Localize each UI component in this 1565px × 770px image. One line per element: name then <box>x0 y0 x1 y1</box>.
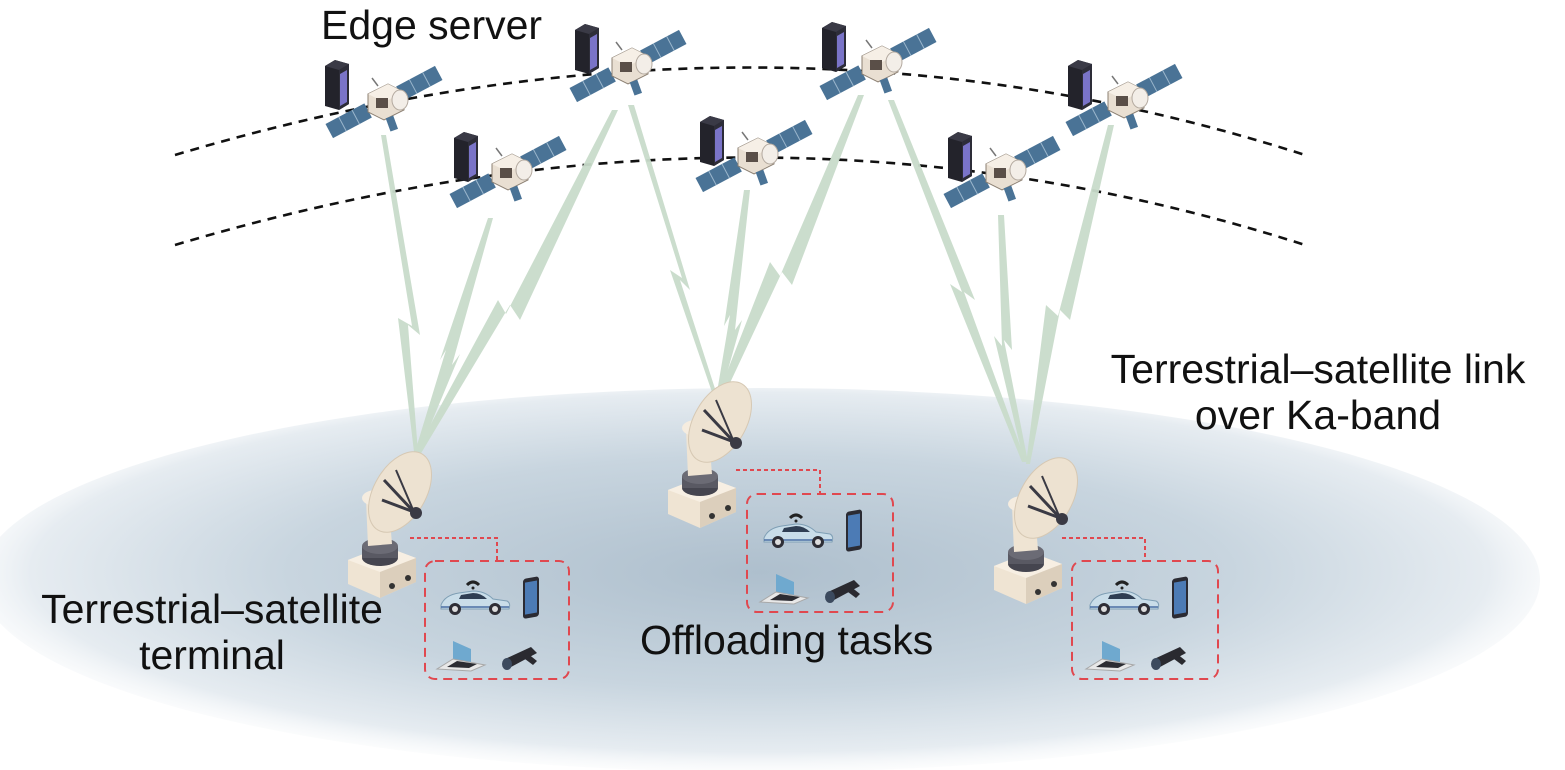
link-beam <box>414 218 493 455</box>
right-terminal <box>992 445 1219 680</box>
edge-server-icon <box>325 60 349 110</box>
satellite-with-edge-server <box>942 132 1062 210</box>
link-label-line2: over Ka-band <box>1194 392 1442 438</box>
terrestrial-satellite-links <box>381 95 1114 464</box>
link-beam <box>888 100 1026 462</box>
edge-server-icon <box>948 132 972 182</box>
center-terminal <box>666 369 894 613</box>
link-beam <box>381 135 420 452</box>
link-beam <box>716 190 750 398</box>
link-beam <box>1026 125 1114 464</box>
satellite-with-edge-server <box>694 116 814 194</box>
offloading-devices-box <box>424 560 570 680</box>
edge-server-label: Edge server <box>321 2 543 48</box>
link-label-line1: Terrestrial–satellite link <box>1110 346 1526 392</box>
ground-area <box>0 388 1540 770</box>
edge-server-icon <box>454 132 478 182</box>
edge-server-icon <box>822 22 846 72</box>
edge-server-icon <box>1068 60 1092 110</box>
terrestrial-satellite-link-label: Terrestrial–satellite link over Ka-band <box>1068 346 1565 438</box>
offloading-devices-box <box>746 493 894 613</box>
link-beam <box>716 95 864 400</box>
satellite-with-edge-server <box>448 132 568 210</box>
terminal-device-connector <box>410 537 498 560</box>
satellite-with-edge-server <box>818 22 938 102</box>
satellite-with-edge-server <box>1064 60 1184 138</box>
terrestrial-satellite-terminal-label: Terrestrial–satellite terminal <box>4 586 420 678</box>
offloading-tasks-label: Offloading tasks <box>640 617 934 663</box>
link-beam <box>994 215 1028 462</box>
terminal-label-line1: Terrestrial–satellite <box>41 586 383 632</box>
edge-server-icon <box>575 24 599 74</box>
satellite-with-edge-server <box>324 60 444 140</box>
satellite-with-edge-server <box>568 24 688 104</box>
offloading-devices-box <box>1071 560 1219 680</box>
edge-server-icon <box>700 116 724 166</box>
left-terminal <box>346 439 570 680</box>
upper-orbit-line <box>174 66 1306 157</box>
terminal-device-connector <box>736 469 821 493</box>
terminal-label-line2: terminal <box>139 632 285 678</box>
link-beam <box>414 110 618 455</box>
